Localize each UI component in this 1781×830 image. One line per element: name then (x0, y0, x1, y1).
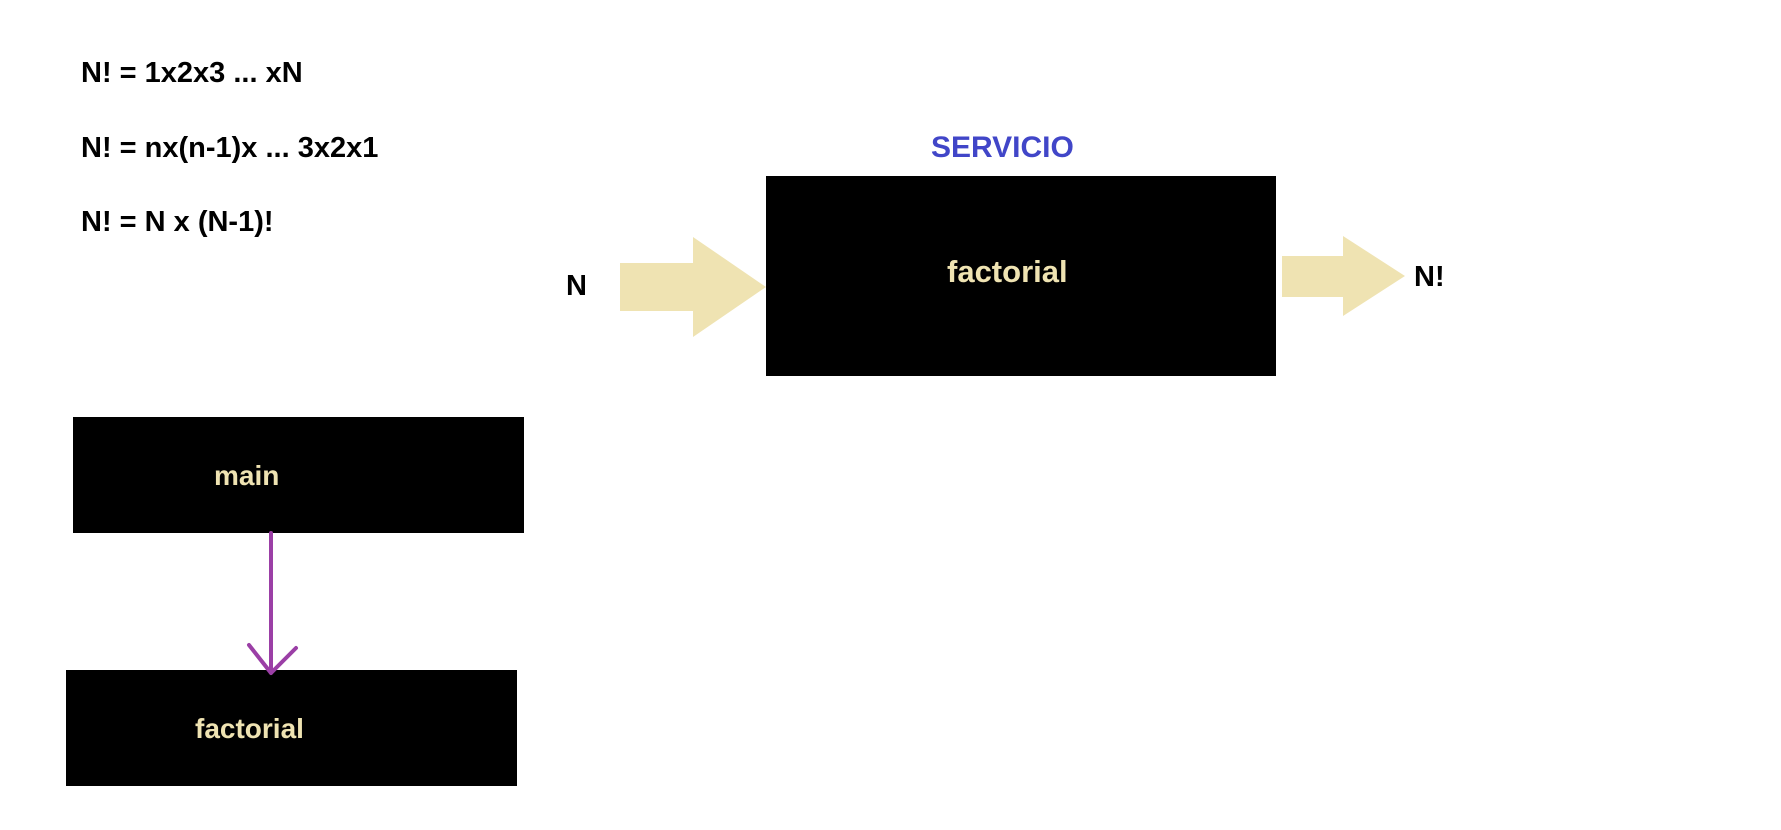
factorial-box-label: factorial (195, 713, 304, 744)
formula-product-descending: N! = nx(n-1)x ... 3x2x1 (81, 132, 379, 164)
call-arrow (247, 531, 298, 675)
service-factorial-label: factorial (947, 254, 1068, 289)
service-title: SERVICIO (931, 131, 1074, 164)
service-input-label: N (566, 270, 587, 302)
output-flow-arrow (1282, 236, 1405, 316)
main-box-label: main (214, 460, 280, 491)
call-arrow-head-left (247, 643, 273, 675)
service-factorial-box: factorial (766, 176, 1276, 376)
formula-recursive: N! = N x (N-1)! (81, 206, 274, 238)
formula-product-ascending: N! = 1x2x3 ... xN (81, 57, 303, 89)
factorial-box: factorial (66, 670, 517, 786)
main-box: main (73, 417, 524, 533)
call-arrow-head-right (269, 646, 298, 675)
input-flow-arrow (620, 237, 766, 337)
service-output-label: N! (1414, 261, 1445, 293)
